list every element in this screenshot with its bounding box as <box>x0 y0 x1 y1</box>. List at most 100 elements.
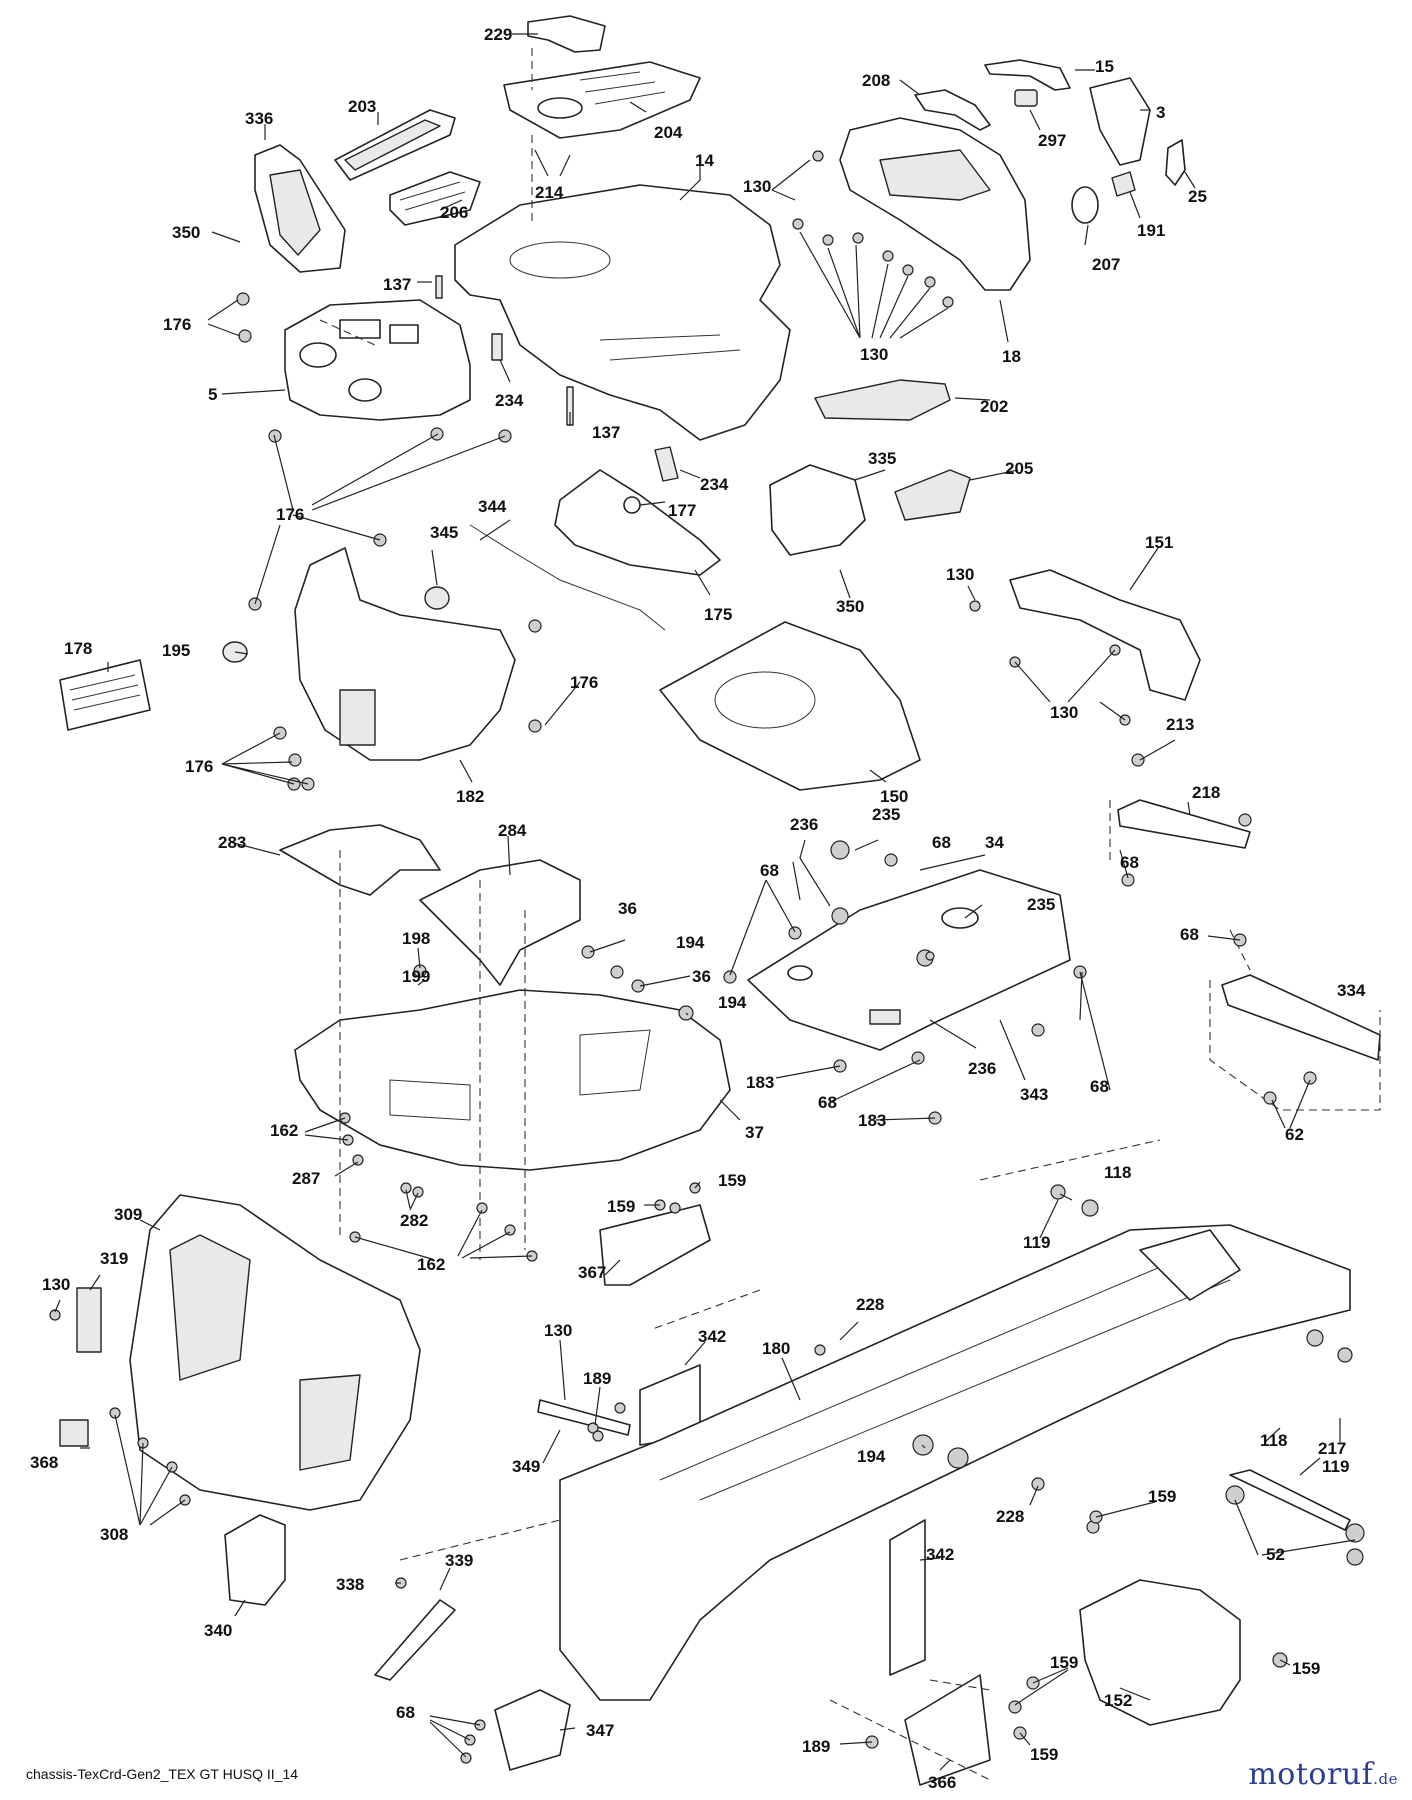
callout-137-b: 137 <box>592 423 620 442</box>
callout-68-d: 68 <box>760 861 779 880</box>
callout-195: 195 <box>162 641 190 660</box>
callout-350-b: 350 <box>836 597 864 616</box>
callout-68-c: 68 <box>932 833 951 852</box>
watermark-name: motoruf <box>1248 1757 1374 1792</box>
callout-159-c: 159 <box>1148 1487 1176 1506</box>
callout-194-a: 194 <box>676 933 705 952</box>
part-34-deck-plate <box>747 869 1071 1051</box>
part-191-clip <box>1111 171 1136 197</box>
part-204-top-panel <box>503 61 701 139</box>
callout-14: 14 <box>695 151 714 170</box>
callout-191: 191 <box>1137 221 1165 240</box>
callout-25: 25 <box>1188 187 1207 206</box>
callout-213: 213 <box>1166 715 1194 734</box>
callout-283: 283 <box>218 833 246 852</box>
callout-118-a: 118 <box>1104 1163 1131 1182</box>
callout-207: 207 <box>1092 255 1120 274</box>
callout-335: 335 <box>868 449 896 468</box>
leader-lines <box>54 33 1356 1771</box>
part-203-grille <box>334 109 456 181</box>
part-319-strip <box>76 1287 102 1353</box>
callout-218: 218 <box>1192 783 1220 802</box>
callout-338: 338 <box>336 1575 364 1594</box>
callout-159-e: 159 <box>1050 1653 1078 1672</box>
part-150-floor-pan <box>659 621 921 791</box>
part-37-main-fender <box>294 989 731 1171</box>
part-334-bracket <box>1221 974 1381 1061</box>
part-217-rod <box>1229 1469 1351 1531</box>
callout-159-b: 159 <box>607 1197 635 1216</box>
callout-37: 37 <box>745 1123 764 1142</box>
callout-202: 202 <box>980 397 1008 416</box>
part-335-panel <box>769 464 866 556</box>
callout-68-f: 68 <box>818 1093 837 1112</box>
callout-180: 180 <box>762 1339 790 1358</box>
callout-284: 284 <box>498 821 527 840</box>
callout-204: 204 <box>654 123 683 142</box>
callout-68-a: 68 <box>1120 853 1139 872</box>
callout-198: 198 <box>402 929 430 948</box>
callout-177: 177 <box>668 501 696 520</box>
fasteners <box>49 150 1365 1764</box>
callout-62: 62 <box>1285 1125 1304 1144</box>
part-347-bracket <box>494 1689 571 1771</box>
part-178-plate <box>59 659 151 731</box>
callout-175: 175 <box>704 605 732 624</box>
callout-367: 367 <box>578 1263 606 1282</box>
part-345-plug <box>424 586 450 610</box>
callout-36-a: 36 <box>618 899 637 918</box>
callout-182: 182 <box>456 787 484 806</box>
part-342-plate-b <box>889 1519 926 1676</box>
part-234-strip-a <box>491 333 503 361</box>
callout-350-a: 350 <box>172 223 200 242</box>
callout-178: 178 <box>64 639 92 658</box>
part-152-seat <box>1079 1579 1241 1726</box>
callout-159-f: 159 <box>1030 1745 1058 1764</box>
part-234-strip-b <box>654 446 679 482</box>
callout-228-b: 228 <box>996 1507 1024 1526</box>
callout-349: 349 <box>512 1457 540 1476</box>
part-175-bracket <box>554 469 721 576</box>
callout-199: 199 <box>402 967 430 986</box>
callout-130-f: 130 <box>544 1321 572 1340</box>
part-151-bracket <box>1009 569 1201 701</box>
callout-194-c: 194 <box>857 1447 886 1466</box>
part-309-front-panel <box>129 1194 421 1511</box>
callout-347: 347 <box>586 1721 614 1740</box>
drawing-code: chassis-TexCrd-Gen2_TEX GT HUSQ II_14 <box>26 1766 299 1782</box>
callout-345: 345 <box>430 523 458 542</box>
callout-214: 214 <box>535 183 564 202</box>
callout-297: 297 <box>1038 131 1066 150</box>
part-336-side-panel <box>254 144 346 273</box>
callout-176-c: 176 <box>570 673 598 692</box>
callout-152: 152 <box>1104 1691 1132 1710</box>
callout-151: 151 <box>1145 533 1173 552</box>
callout-36-b: 36 <box>692 967 711 986</box>
callout-176-a: 176 <box>163 315 191 334</box>
watermark-tld: .de <box>1373 1770 1398 1788</box>
callout-208: 208 <box>862 71 890 90</box>
part-14-hood <box>454 184 791 441</box>
callout-183-b: 183 <box>858 1111 886 1130</box>
callout-162-b: 162 <box>417 1255 445 1274</box>
watermark-logo: motoruf.de <box>1248 1757 1398 1792</box>
callout-130-d: 130 <box>1050 703 1078 722</box>
part-205-trim <box>894 469 971 521</box>
callout-68-b: 68 <box>1180 925 1199 944</box>
callout-52: 52 <box>1266 1545 1285 1564</box>
part-339-lever <box>374 1599 456 1681</box>
callout-5: 5 <box>208 385 217 404</box>
part-137-pin-a <box>435 275 443 299</box>
callout-234-a: 234 <box>495 391 524 410</box>
callout-labels: 229 204 336 203 214 14 206 350 137 176 5… <box>30 25 1366 1792</box>
callout-150: 150 <box>880 787 908 806</box>
callout-340: 340 <box>204 1621 232 1640</box>
part-297-clip <box>1014 89 1038 107</box>
part-208-trim <box>914 89 991 131</box>
assembly-lines <box>319 48 1381 1781</box>
callout-234-b: 234 <box>700 475 729 494</box>
part-367-bracket <box>599 1204 711 1286</box>
callout-159-d: 159 <box>1292 1659 1320 1678</box>
callout-183-a: 183 <box>746 1073 774 1092</box>
callout-282: 282 <box>400 1211 428 1230</box>
